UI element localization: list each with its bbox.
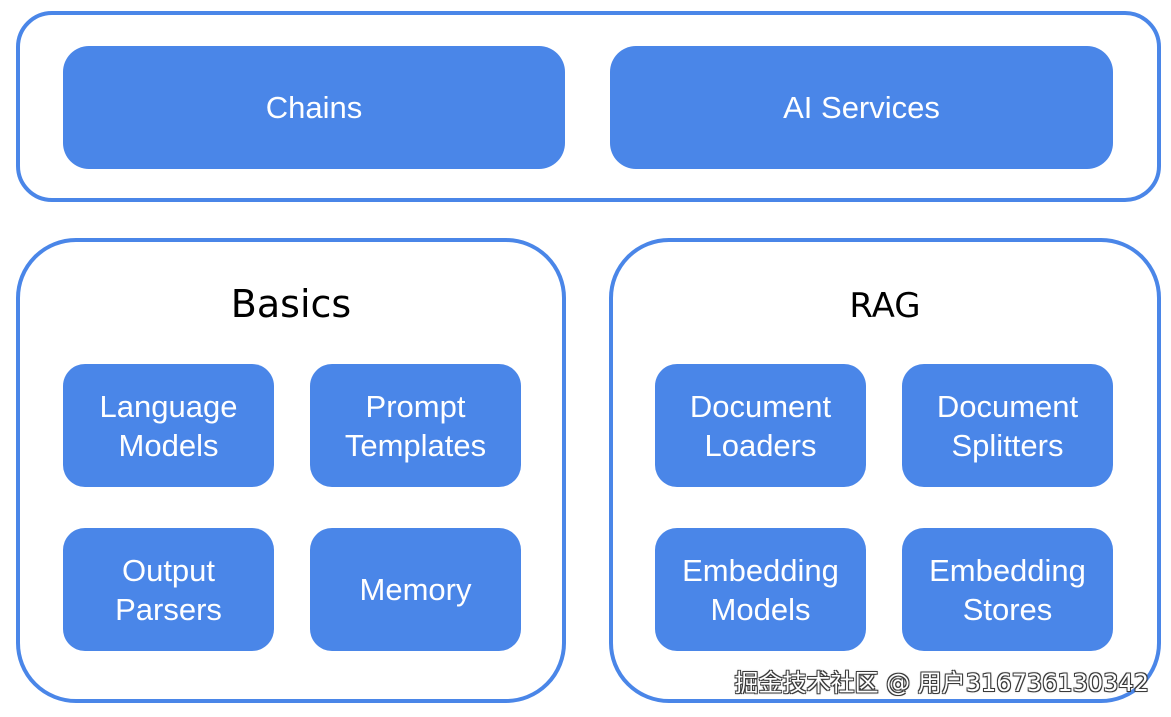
ai-services-box: AI Services	[610, 46, 1113, 169]
rag-title: RAG	[849, 286, 921, 326]
language-models-box: Language Models	[63, 364, 274, 487]
prompt-templates-box: Prompt Templates	[310, 364, 521, 487]
memory-box: Memory	[310, 528, 521, 651]
chains-box: Chains	[63, 46, 565, 169]
document-splitters-box: Document Splitters	[902, 364, 1113, 487]
watermark-text: 掘金技术社区 @ 用户316736130342	[734, 669, 1150, 697]
document-loaders-box: Document Loaders	[655, 364, 866, 487]
basics-title: Basics	[230, 282, 352, 326]
output-parsers-box: Output Parsers	[63, 528, 274, 651]
embedding-models-box: Embedding Models	[655, 528, 866, 651]
embedding-stores-box: Embedding Stores	[902, 528, 1113, 651]
